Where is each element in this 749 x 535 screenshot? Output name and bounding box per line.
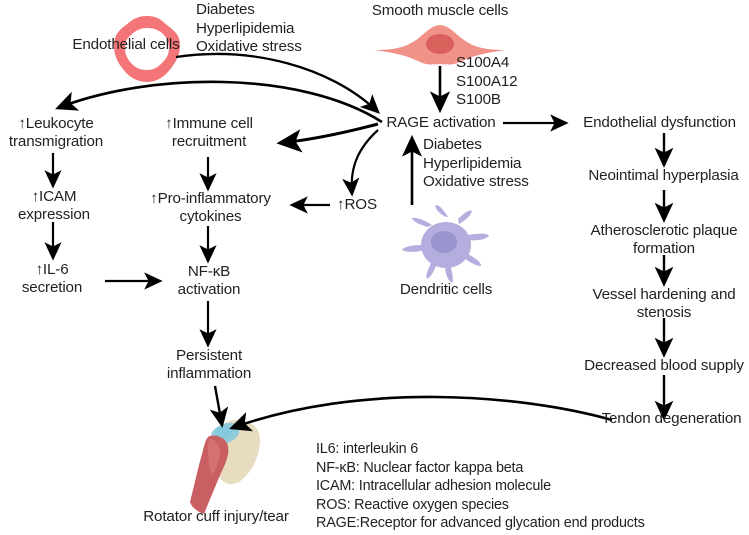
node-icam-expression: ↑ICAM expression (18, 188, 90, 223)
node-il6-secretion: ↑IL-6 secretion (21, 261, 83, 296)
node-neointimal-hyperplasia: Neointimal hyperplasia (588, 167, 739, 184)
risk-factors-rage: Diabetes Hyperlipidemia Oxidative stress (423, 136, 529, 191)
label-dendritic-cells: Dendritic cells (399, 281, 493, 298)
arrow-rage-to-ros (342, 129, 379, 197)
node-atherosclerotic-plaque: Atherosclerotic plaque formation (590, 222, 738, 257)
s100-ligand-list: S100A4 S100A12 S100B (456, 54, 518, 109)
label-smooth-muscle-cells: Smooth muscle cells (371, 2, 509, 19)
node-vessel-hardening: Vessel hardening and stenosis (592, 286, 736, 321)
smooth-muscle-cells-illustration (374, 25, 506, 65)
node-immune-cell-recruitment: ↑Immune cell recruitment (165, 115, 253, 150)
node-decreased-blood-supply: Decreased blood supply (584, 357, 744, 374)
risk-factors-top: Diabetes Hyperlipidemia Oxidative stress (196, 1, 302, 56)
dendritic-cells-illustration (402, 205, 489, 283)
node-tendon-degeneration: Tendon degeneration (601, 410, 742, 427)
node-nfkb-activation: NF-κB activation (177, 263, 241, 298)
node-rage-activation: RAGE activation (386, 114, 496, 131)
node-leukocyte-transmigration: ↑Leukocyte transmigration (8, 115, 104, 150)
node-persistent-inflammation: Persistent inflammation (166, 347, 252, 382)
arrow-tendon-degeneration-to-rotator-cuff (229, 395, 613, 432)
arrow-rage-to-immune-recruitment (276, 122, 379, 153)
label-endothelial-cells: Endothelial cells (72, 36, 180, 53)
arrow-endothelial-to-rage (175, 52, 380, 114)
abbreviation-legend: IL6: interleukin 6 NF-κB: Nuclear factor… (316, 441, 645, 532)
node-ros: ↑ROS (337, 196, 377, 213)
endothelial-cells-illustration (114, 16, 180, 82)
label-rotator-cuff: Rotator cuff injury/tear (143, 508, 289, 525)
node-pro-inflammatory-cytokines: ↑Pro-inflammatory cytokines (150, 190, 271, 225)
rotator-cuff-illustration (190, 420, 260, 514)
node-endothelial-dysfunction: Endothelial dysfunction (583, 114, 736, 131)
